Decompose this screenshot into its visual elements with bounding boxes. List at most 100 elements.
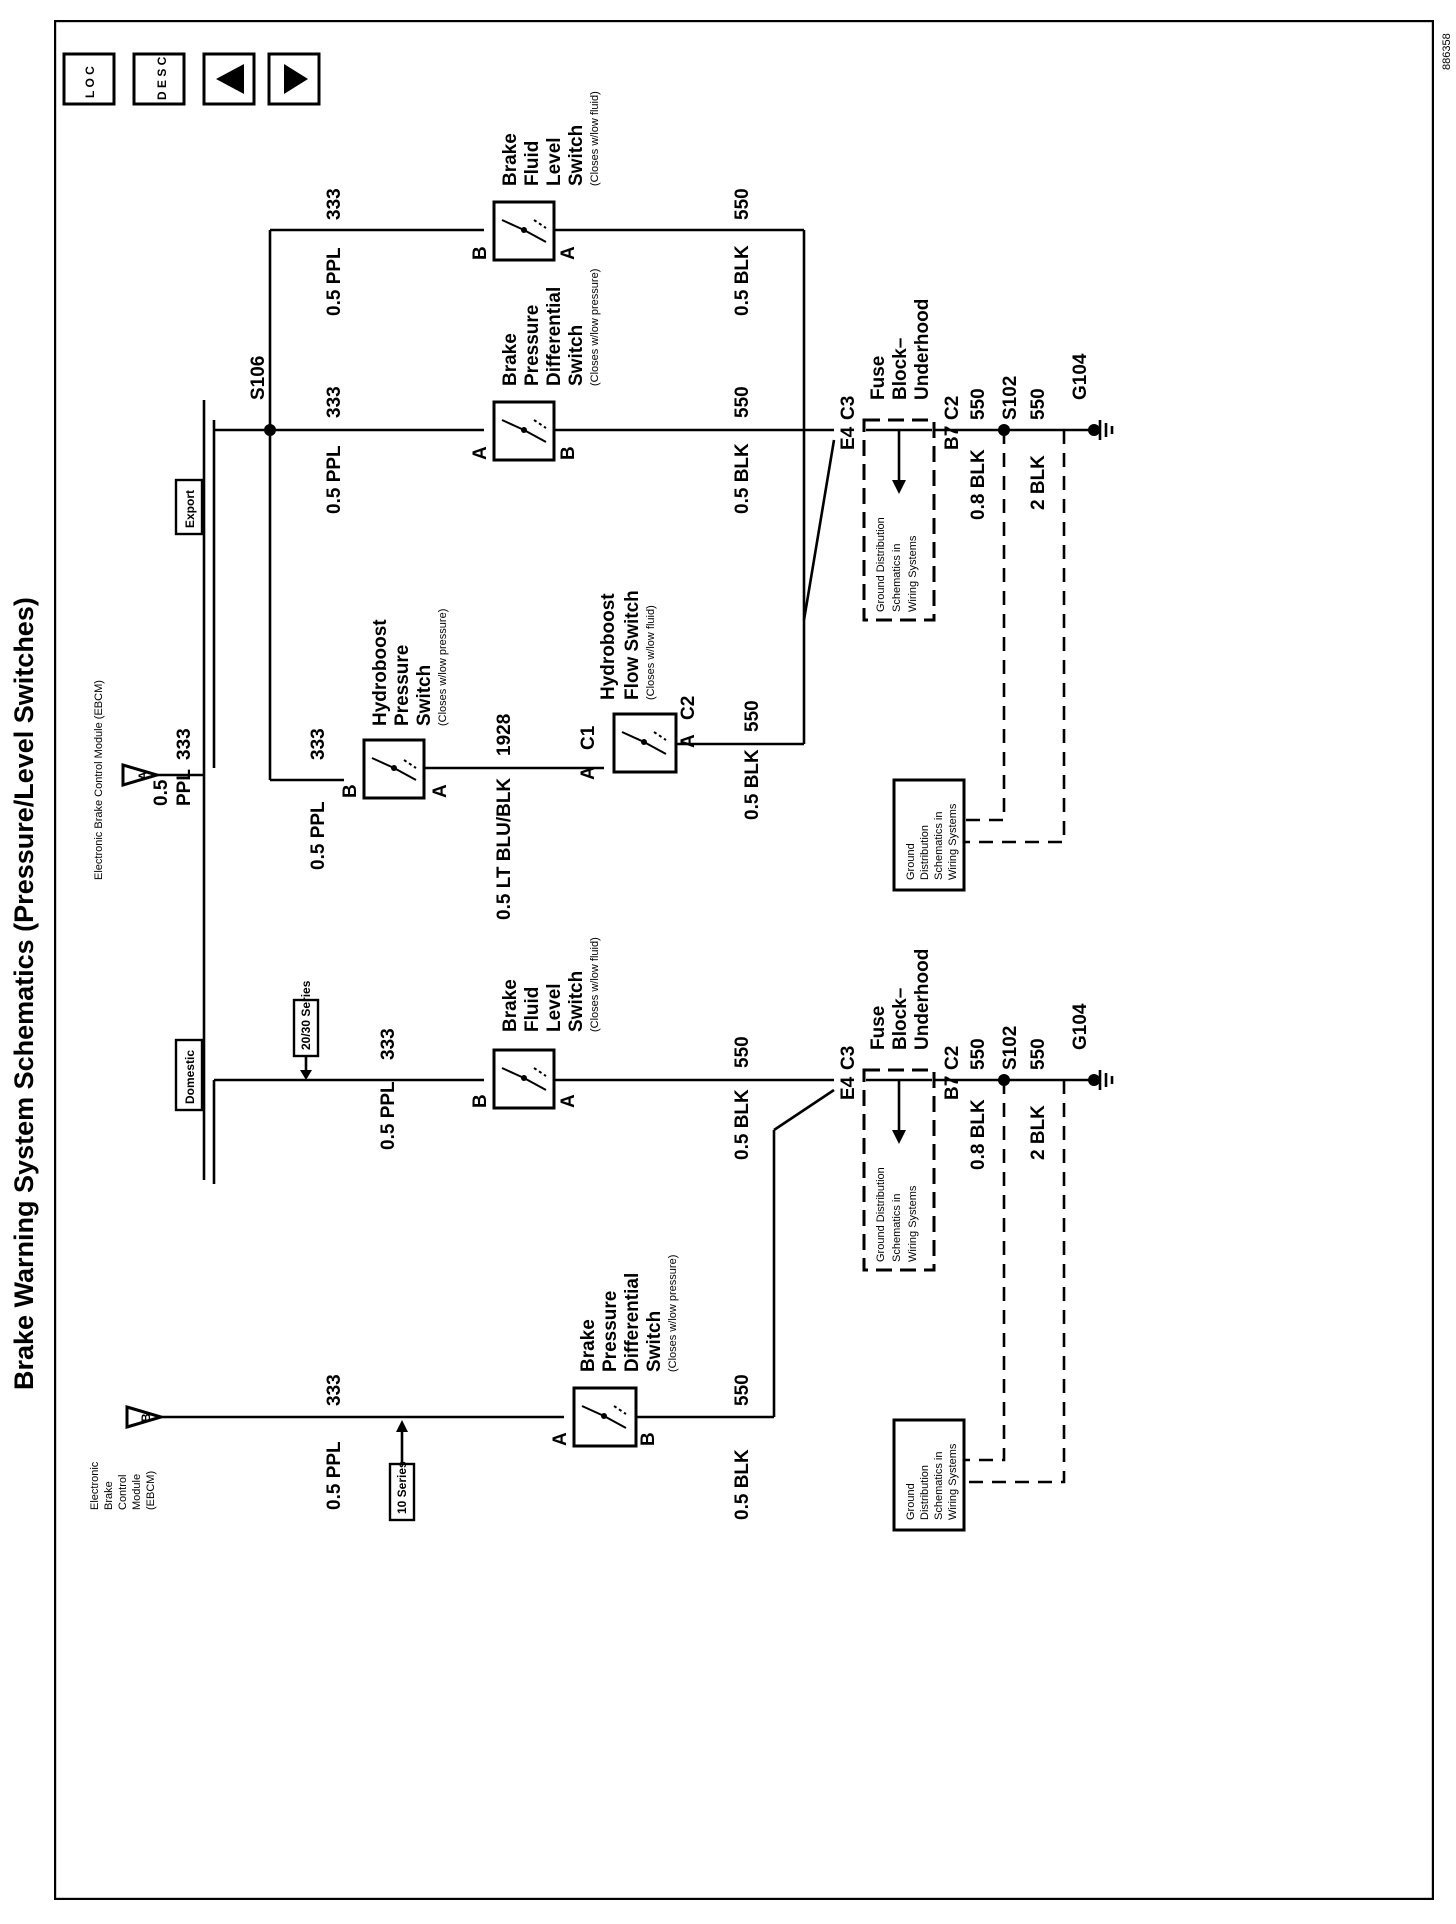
svg-text:Block–: Block–: [890, 338, 911, 400]
svg-text:333: 333: [324, 386, 345, 418]
svg-text:G104: G104: [1070, 1003, 1091, 1050]
svg-text:886358: 886358: [1441, 33, 1453, 70]
brake-fluid-level-switch-export: B A Brake Fluid Level Switch (Closes w/l…: [470, 91, 601, 262]
svg-text:C3: C3: [838, 396, 859, 420]
svg-text:B: B: [470, 246, 491, 260]
svg-text:A: A: [470, 446, 491, 460]
svg-text:S102: S102: [1000, 1026, 1021, 1070]
svg-text:Brake: Brake: [578, 1319, 599, 1372]
svg-text:20/30 Series: 20/30 Series: [299, 980, 313, 1050]
svg-text:Brake: Brake: [500, 133, 521, 186]
svg-text:Pressure: Pressure: [600, 1291, 621, 1372]
svg-text:Brake: Brake: [500, 979, 521, 1032]
svg-text:Wiring Systems: Wiring Systems: [947, 1443, 959, 1520]
svg-text:Switch: Switch: [644, 1311, 665, 1372]
g104-ground-export: [1088, 424, 1100, 436]
domestic-circuit: Domestic 0.5 PPL 333 20/30 Series B A Br…: [89, 937, 1114, 1532]
svg-text:550: 550: [732, 1036, 753, 1068]
svg-text:A: A: [550, 1432, 571, 1446]
svg-text:C1: C1: [578, 725, 599, 750]
svg-text:A: A: [558, 1094, 579, 1108]
svg-text:1928: 1928: [494, 714, 515, 756]
svg-text:Wiring Systems: Wiring Systems: [907, 535, 919, 612]
svg-text:Pressure: Pressure: [392, 645, 413, 726]
svg-text:550: 550: [968, 1038, 989, 1070]
brake-pressure-differential-switch-export: A B Brake Pressure Differential Switch (…: [470, 269, 601, 462]
schematic-canvas: L O C D E S C Electronic Brake Control M…: [54, 20, 1434, 1900]
svg-text:S102: S102: [1000, 376, 1021, 420]
svg-text:550: 550: [968, 388, 989, 420]
loc-button[interactable]: L O C: [62, 52, 116, 106]
svg-text:B: B: [638, 1432, 659, 1446]
svg-text:0.5: 0.5: [151, 779, 172, 806]
hydroboost-flow-switch: Hydroboost Flow Switch (Closes w/low flu…: [598, 590, 699, 774]
ground-distribution-box-export: Ground Distribution Schematics in Wiring…: [892, 778, 966, 892]
svg-text:Schematics in: Schematics in: [933, 1452, 945, 1520]
page-title-text: Brake Warning System Schematics (Pressur…: [9, 597, 39, 1390]
svg-text:Electronic: Electronic: [89, 1461, 101, 1510]
svg-text:C3: C3: [838, 1046, 859, 1070]
svg-text:Domestic: Domestic: [183, 1050, 197, 1104]
svg-text:550: 550: [1028, 388, 1049, 420]
svg-text:Hydroboost: Hydroboost: [370, 619, 391, 726]
svg-text:550: 550: [732, 188, 753, 220]
svg-text:0.5 BLK: 0.5 BLK: [732, 443, 753, 514]
ebcm-a: Electronic Brake Control Module (EBCM) A…: [93, 680, 204, 880]
svg-text:0.5 PPL: 0.5 PPL: [324, 1441, 345, 1510]
svg-text:333: 333: [324, 1374, 345, 1406]
brake-pressure-differential-switch-domestic: A B Brake Pressure Differential Switch (…: [550, 1255, 679, 1448]
page-down-button[interactable]: [267, 52, 321, 106]
hydroboost-pressure-switch: B A Hydroboost Pressure Switch (Closes w…: [340, 609, 451, 800]
svg-text:2 BLK: 2 BLK: [1028, 1105, 1049, 1160]
svg-text:(Closes w/low pressure): (Closes w/low pressure): [589, 269, 601, 386]
svg-text:Wiring Systems: Wiring Systems: [947, 803, 959, 880]
svg-text:0.8 BLK: 0.8 BLK: [968, 1099, 989, 1170]
page-up-button[interactable]: [202, 52, 256, 106]
svg-text:Block–: Block–: [890, 988, 911, 1050]
figure-number: 886358: [1441, 33, 1453, 70]
svg-text:Pressure: Pressure: [522, 305, 543, 386]
svg-text:B: B: [139, 1413, 153, 1422]
svg-text:Level: Level: [544, 983, 565, 1032]
svg-text:B: B: [558, 446, 579, 460]
svg-text:Electronic Brake Control Modul: Electronic Brake Control Module (EBCM): [93, 680, 105, 880]
svg-text:Ground: Ground: [905, 843, 917, 880]
svg-text:0.8 BLK: 0.8 BLK: [968, 449, 989, 520]
svg-text:Underhood: Underhood: [912, 299, 933, 400]
svg-text:0.5 PPL: 0.5 PPL: [324, 445, 345, 514]
desc-button[interactable]: D E S C: [132, 52, 186, 106]
svg-text:A: A: [430, 784, 451, 798]
svg-text:(EBCM): (EBCM): [145, 1471, 157, 1510]
svg-text:Switch: Switch: [414, 665, 435, 726]
svg-text:C2: C2: [942, 1046, 963, 1070]
export-circuit: Electronic Brake Control Module (EBCM) A…: [93, 91, 1114, 1180]
svg-text:A: A: [558, 246, 579, 260]
svg-text:Schematics in: Schematics in: [891, 544, 903, 612]
svg-text:Fluid: Fluid: [522, 141, 543, 186]
svg-text:(Closes w/low pressure): (Closes w/low pressure): [437, 609, 449, 726]
svg-text:0.5 LT BLU/BLK: 0.5 LT BLU/BLK: [494, 778, 515, 920]
svg-text:E4: E4: [838, 1076, 859, 1100]
svg-text:0.5 PPL: 0.5 PPL: [308, 801, 329, 870]
svg-text:G104: G104: [1070, 353, 1091, 400]
svg-text:Schematics in: Schematics in: [933, 812, 945, 880]
svg-text:Fuse: Fuse: [868, 1006, 889, 1050]
arrow-down-icon: [284, 64, 308, 94]
svg-text:Differential: Differential: [544, 287, 565, 386]
svg-text:333: 333: [174, 728, 195, 760]
svg-text:Flow Switch: Flow Switch: [622, 590, 643, 700]
svg-text:Control: Control: [117, 1475, 129, 1510]
page-title: Brake Warning System Schematics (Pressur…: [9, 597, 39, 1390]
svg-text:B7: B7: [942, 1076, 963, 1100]
svg-text:(Closes w/low pressure): (Closes w/low pressure): [667, 1255, 679, 1372]
svg-text:(Closes w/low fluid): (Closes w/low fluid): [589, 937, 601, 1032]
svg-text:C2: C2: [942, 396, 963, 420]
svg-text:333: 333: [378, 1028, 399, 1060]
domestic-tab: [174, 1038, 204, 1112]
svg-text:(Closes w/low fluid): (Closes w/low fluid): [645, 605, 657, 700]
svg-text:S106: S106: [248, 356, 269, 400]
svg-text:Underhood: Underhood: [912, 949, 933, 1050]
svg-text:Fuse: Fuse: [868, 356, 889, 400]
svg-text:Brake: Brake: [103, 1481, 115, 1510]
series-2030-tag: 20/30 Series: [292, 980, 320, 1080]
